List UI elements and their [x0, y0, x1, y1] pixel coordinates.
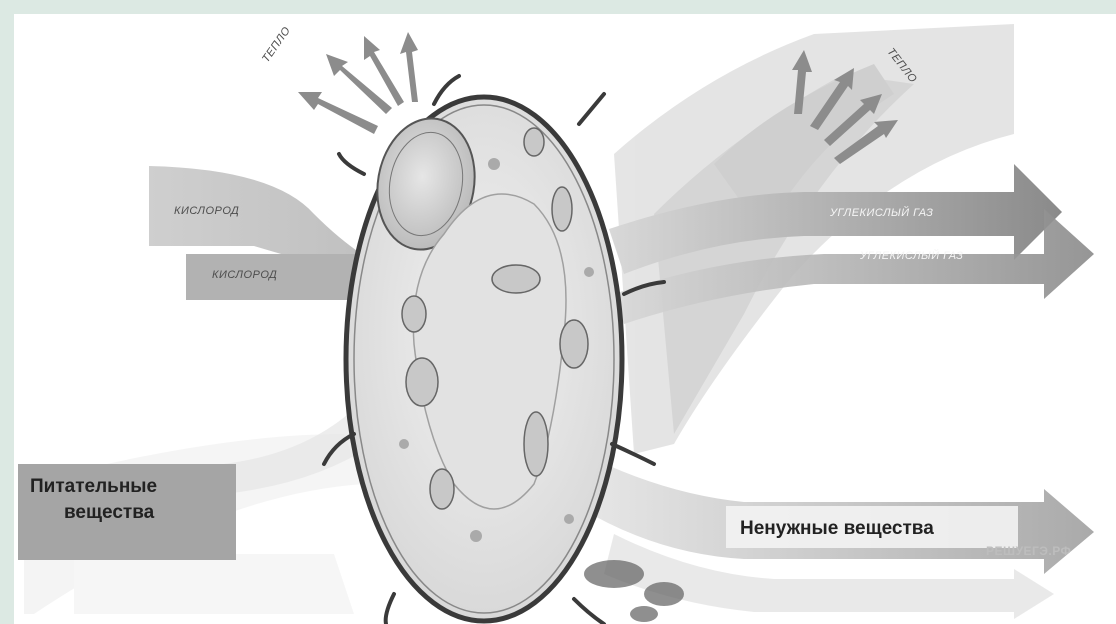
diagram-frame: ТЕПЛО ТЕПЛО КИСЛОРОД КИСЛОРОД УГЛЕКИСЛЫЙ…	[14, 14, 1116, 624]
oxygen-label-2: КИСЛОРОД	[212, 269, 277, 281]
nutrients-label: Питательные вещества	[30, 474, 157, 526]
nutrients-label-line2: вещества	[30, 500, 157, 526]
co2-label-2: УГЛЕКИСЛЫЙ ГАЗ	[860, 250, 963, 262]
nutrients-label-line1: Питательные	[30, 474, 157, 500]
watermark: РЕШУЕГЭ.РФ	[986, 544, 1071, 558]
heat-arrows-left	[298, 32, 418, 134]
waste-label: Ненужные вещества	[740, 516, 934, 542]
cell-metabolism-diagram	[14, 14, 1116, 624]
co2-label-1: УГЛЕКИСЛЫЙ ГАЗ	[830, 207, 933, 219]
oxygen-label-1: КИСЛОРОД	[174, 205, 239, 217]
